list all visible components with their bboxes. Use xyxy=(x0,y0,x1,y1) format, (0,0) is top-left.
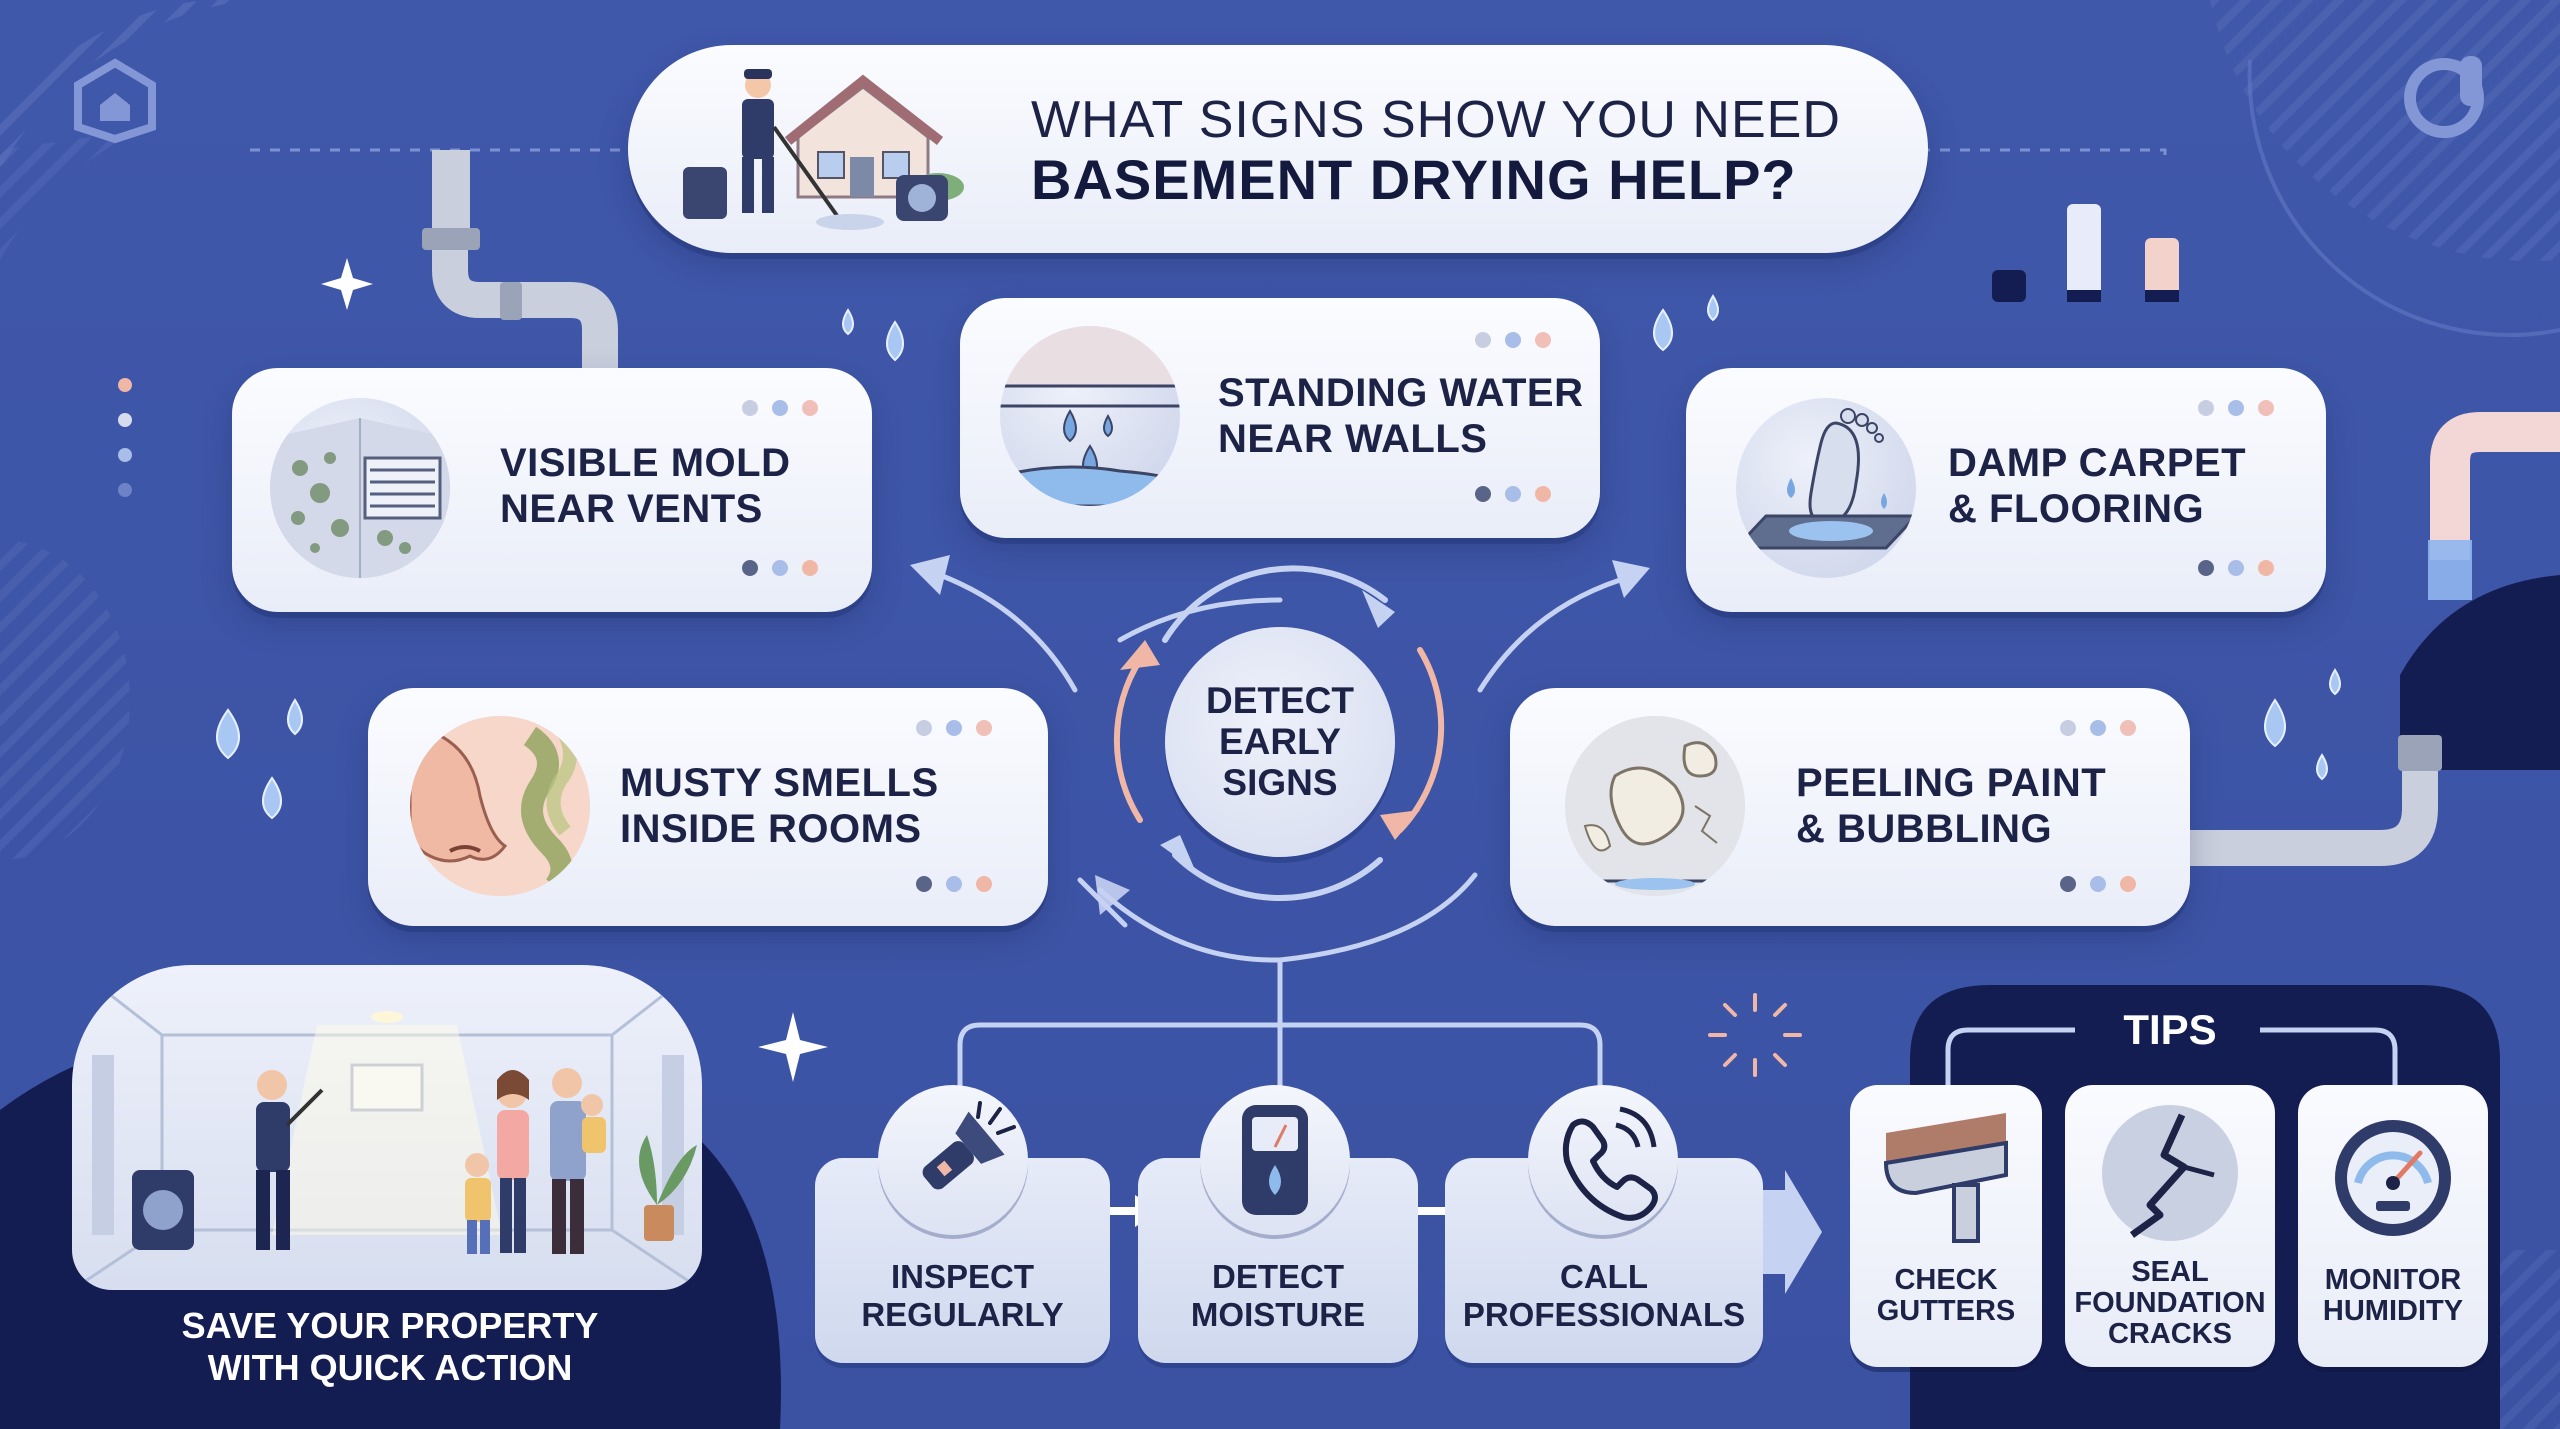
decor-dots-top xyxy=(1475,332,1551,348)
decor-dots-top xyxy=(742,400,818,416)
tip-label-line2: HUMIDITY xyxy=(2322,1295,2464,1327)
step-label-inspect: INSPECT REGULARLY xyxy=(815,1258,1110,1334)
sign-title-line2: & FLOORING xyxy=(1948,487,2205,531)
step-label-line2: MOISTURE xyxy=(1190,1296,1366,1333)
sign-title-line2: & BUBBLING xyxy=(1796,807,2053,851)
sign-title-visible-mold: VISIBLE MOLD NEAR VENTS xyxy=(500,440,790,532)
moisture-meter-icon xyxy=(1200,1085,1350,1235)
sign-card-peeling-paint: PEELING PAINT & BUBBLING xyxy=(1510,688,2190,926)
sign-title-line1: MUSTY SMELLS xyxy=(620,761,939,805)
decor-dots-bottom xyxy=(742,560,818,576)
footer-line2: WITH QUICK ACTION xyxy=(207,1347,573,1388)
technician-house-icon xyxy=(683,69,964,230)
family-basement-illustration xyxy=(72,965,702,1290)
sign-title-damp-carpet: DAMP CARPET & FLOORING xyxy=(1948,440,2246,532)
tip-label-line2: GUTTERS xyxy=(1876,1295,2016,1327)
header-title-line1: WHAT SIGNS SHOW YOU NEED xyxy=(1031,91,1841,149)
footer-message: SAVE YOUR PROPERTY WITH QUICK ACTION xyxy=(110,1305,670,1389)
decor-dots-top xyxy=(916,720,992,736)
decor-dots-bottom xyxy=(1475,486,1551,502)
crack-icon xyxy=(2102,1105,2238,1241)
step-label-line2: PROFESSIONALS xyxy=(1462,1296,1746,1333)
sign-title-line1: PEELING PAINT xyxy=(1796,761,2107,805)
tip-label-seal-cracks: SEAL FOUNDATION CRACKS xyxy=(2065,1257,2275,1350)
tip-label-line1: MONITOR xyxy=(2324,1264,2462,1296)
sign-title-line1: DAMP CARPET xyxy=(1948,441,2247,485)
footer-line1: SAVE YOUR PROPERTY xyxy=(181,1305,599,1346)
header-banner: WHAT SIGNS SHOW YOU NEED BASEMENT DRYING… xyxy=(628,45,1928,253)
sign-title-line1: VISIBLE MOLD xyxy=(500,441,791,485)
sign-title-peeling-paint: PEELING PAINT & BUBBLING xyxy=(1796,760,2106,852)
tip-label-line2: FOUNDATION xyxy=(2074,1287,2266,1319)
sign-card-musty-smells: MUSTY SMELLS INSIDE ROOMS xyxy=(368,688,1048,926)
wet-carpet-icon xyxy=(1736,398,1916,578)
center-line1: DETECT xyxy=(1206,680,1354,721)
step-label-line1: DETECT xyxy=(1212,1258,1344,1295)
peeling-wall-icon xyxy=(1565,716,1745,896)
center-line3: SIGNS xyxy=(1222,762,1338,803)
step-card-inspect: INSPECT REGULARLY xyxy=(815,1158,1110,1363)
sign-card-damp-carpet: DAMP CARPET & FLOORING xyxy=(1686,368,2326,612)
step-label-line2: REGULARLY xyxy=(861,1296,1064,1333)
sign-card-visible-mold: VISIBLE MOLD NEAR VENTS xyxy=(232,368,872,612)
gutter-icon xyxy=(1883,1113,2008,1243)
brand-logo-icon xyxy=(2404,56,2484,138)
header-title-line2: BASEMENT DRYING HELP? xyxy=(1031,148,1797,211)
tip-label-line3: CRACKS xyxy=(2107,1318,2233,1350)
tip-card-seal-cracks: SEAL FOUNDATION CRACKS xyxy=(2065,1085,2275,1367)
sign-title-musty-smells: MUSTY SMELLS INSIDE ROOMS xyxy=(620,760,939,852)
center-detect-badge: DETECT EARLY SIGNS xyxy=(1165,627,1395,857)
step-label-line1: INSPECT xyxy=(890,1258,1035,1295)
step-label-call-professionals: CALL PROFESSIONALS xyxy=(1445,1258,1763,1334)
center-line2: EARLY xyxy=(1218,721,1341,762)
decor-dots-bottom xyxy=(2060,876,2136,892)
house-logo-icon xyxy=(74,58,156,144)
tip-label-check-gutters: CHECK GUTTERS xyxy=(1850,1265,2042,1327)
tip-label-monitor-humidity: MONITOR HUMIDITY xyxy=(2298,1265,2488,1327)
mold-vent-icon xyxy=(270,398,450,578)
step-label-detect-moisture: DETECT MOISTURE xyxy=(1138,1258,1418,1334)
sign-title-line2: NEAR VENTS xyxy=(500,487,763,531)
tip-card-check-gutters: CHECK GUTTERS xyxy=(1850,1085,2042,1367)
step-label-line1: CALL xyxy=(1560,1258,1648,1295)
sign-title-line2: INSIDE ROOMS xyxy=(620,807,922,851)
phone-icon xyxy=(1528,1085,1678,1235)
decor-dots-top xyxy=(2198,400,2274,416)
tip-label-line1: SEAL xyxy=(2131,1256,2209,1288)
sign-title-standing-water: STANDING WATER NEAR WALLS xyxy=(1218,370,1584,462)
tips-title: TIPS xyxy=(2123,1006,2217,1053)
sign-title-line1: STANDING WATER xyxy=(1218,371,1584,415)
nose-smell-icon xyxy=(410,716,590,896)
sign-title-line2: NEAR WALLS xyxy=(1218,417,1488,461)
tip-label-line1: CHECK xyxy=(1894,1264,1998,1296)
tip-card-monitor-humidity: MONITOR HUMIDITY xyxy=(2298,1085,2488,1367)
flashlight-icon xyxy=(878,1085,1028,1235)
decor-dots-top xyxy=(2060,720,2136,736)
gauge-icon xyxy=(2335,1120,2451,1236)
step-card-detect-moisture: DETECT MOISTURE xyxy=(1138,1158,1418,1363)
decor-dots-bottom xyxy=(916,876,992,892)
sign-card-standing-water: STANDING WATER NEAR WALLS xyxy=(960,298,1600,538)
decor-dots-bottom xyxy=(2198,560,2274,576)
